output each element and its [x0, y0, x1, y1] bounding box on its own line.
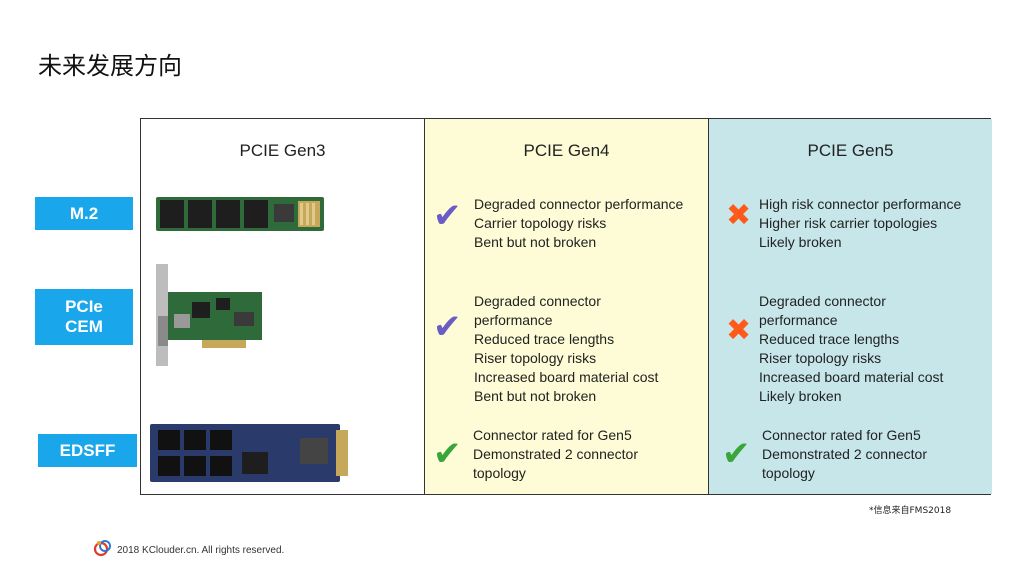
gen3-header: PCIE Gen3 — [239, 141, 326, 160]
gen5-header: PCIE Gen5 — [807, 141, 894, 160]
kclouder-logo-icon — [93, 540, 111, 557]
gen5-cem-line: Likely broken — [759, 388, 842, 404]
footer-copyright: 2018 KClouder.cn. All rights reserved. — [117, 545, 285, 556]
edsff-ssd-image — [150, 424, 348, 482]
gen4-column: PCIE Gen4 — [425, 119, 709, 494]
gen5-cem-line: Reduced trace lengths — [759, 331, 900, 347]
gen4-cem-text: Degraded connector performance Reduced t… — [474, 292, 658, 406]
gen5-cem-line: performance — [759, 312, 838, 328]
row-label-pcie-cem-text: PCIe CEM — [65, 297, 103, 336]
gen5-cem-line: Increased board material cost — [759, 369, 944, 385]
gen4-m2-line: Carrier topology risks — [474, 215, 607, 231]
gen5-edsff-line: Demonstrated 2 connector — [762, 446, 927, 462]
cross-icon: ✖ — [726, 199, 752, 232]
gen5-cem-line: Riser topology risks — [759, 350, 882, 366]
row-label-m2: M.2 — [35, 197, 133, 230]
gen5-edsff-line: topology — [762, 465, 815, 481]
gen5-m2-line: Higher risk carrier topologies — [759, 215, 938, 231]
pcie-cem-card-image — [156, 264, 262, 366]
gen4-cem-line: Riser topology risks — [474, 350, 597, 366]
gen4-edsff-line: topology — [473, 465, 526, 481]
gen4-cem-line: Reduced trace lengths — [474, 331, 615, 347]
check-icon: ✔ — [722, 435, 751, 473]
cross-icon: ✖ — [726, 314, 752, 347]
gen5-cem-line: Degraded connector — [759, 293, 886, 309]
gen5-edsff-line: Connector rated for Gen5 — [762, 427, 921, 443]
gen4-m2-line: Bent but not broken — [474, 234, 597, 250]
check-icon: ✔ — [433, 308, 462, 346]
gen5-cem-text: Degraded connector performance Reduced t… — [759, 292, 943, 406]
gen4-cem-line: Degraded connector — [474, 293, 601, 309]
check-icon: ✔ — [433, 197, 462, 235]
gen4-m2-text: Degraded connector performance Carrier t… — [474, 195, 683, 252]
gen4-cem-line: Increased board material cost — [474, 369, 659, 385]
gen4-header: PCIE Gen4 — [523, 141, 610, 160]
gen4-cem-line: performance — [474, 312, 553, 328]
gen4-cem-line: Bent but not broken — [474, 388, 597, 404]
row-label-pcie-cem: PCIe CEM — [35, 289, 133, 345]
gen5-column: PCIE Gen5 — [709, 119, 992, 494]
source-note: *信息来自FMS2018 — [869, 506, 952, 516]
gen4-edsff-line: Connector rated for Gen5 — [473, 427, 632, 443]
gen4-m2-line: Degraded connector performance — [474, 196, 684, 212]
check-icon: ✔ — [433, 435, 462, 473]
gen5-m2-line: Likely broken — [759, 234, 842, 250]
gen4-edsff-line: Demonstrated 2 connector — [473, 446, 638, 462]
gen5-m2-text: High risk connector performance Higher r… — [759, 195, 961, 252]
row-label-edsff: EDSFF — [38, 434, 137, 467]
gen5-m2-line: High risk connector performance — [759, 196, 962, 212]
gen5-edsff-text: Connector rated for Gen5 Demonstrated 2 … — [762, 426, 927, 483]
gen4-edsff-text: Connector rated for Gen5 Demonstrated 2 … — [473, 426, 638, 483]
slide-title: 未来发展方向 — [38, 52, 182, 80]
m2-ssd-image — [156, 197, 324, 231]
